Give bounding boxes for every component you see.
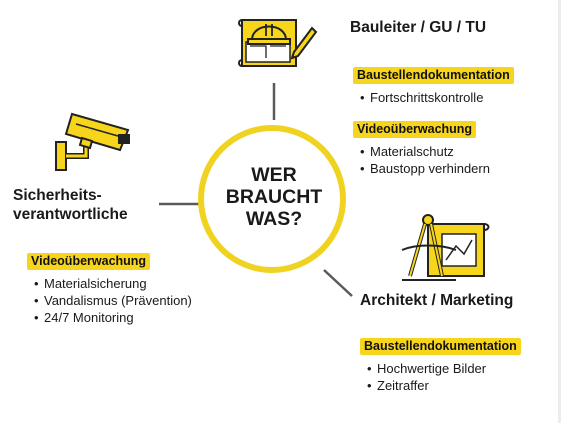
bullet-list-bauleiter-doku: Fortschrittskontrolle [360, 89, 483, 106]
bullet-list-architekt-doku: Hochwertige Bilder Zeitraffer [367, 360, 486, 394]
list-item: Hochwertige Bilder [367, 360, 486, 377]
right-edge-divider [558, 0, 561, 423]
tag-videoueberwachung-bauleiter: Videoüberwachung [353, 121, 477, 138]
security-camera-icon [55, 112, 130, 171]
list-item: Materialschutz [360, 143, 490, 160]
connector-right [323, 269, 353, 297]
tag-videoueberwachung-sicherheit: Videoüberwachung [27, 253, 151, 270]
list-item: Baustopp verhindern [360, 160, 490, 177]
compass-blueprint-icon [401, 214, 490, 281]
list-item: Materialsicherung [34, 275, 192, 292]
center-line-1: WER [251, 164, 297, 186]
role-title-sicherheit: Sicherheits- verantwortliche [13, 186, 128, 224]
center-line-3: WAS? [245, 208, 303, 230]
role-title-bauleiter: Bauleiter / GU / TU [350, 19, 487, 36]
list-item: Fortschrittskontrolle [360, 89, 483, 106]
role-title-line-2: verantwortliche [13, 206, 128, 223]
role-title-line-1: Sicherheits- [13, 187, 102, 204]
list-item: Vandalismus (Prävention) [34, 292, 192, 309]
center-line-2: BRAUCHT [225, 186, 323, 208]
center-label: WER BRAUCHT WAS? [210, 164, 338, 230]
role-title-architekt: Architekt / Marketing [360, 292, 514, 309]
tag-baustellendokumentation-bauleiter: Baustellendokumentation [353, 67, 514, 84]
helmet-blueprint-icon [238, 19, 318, 67]
tag-baustellendokumentation-architekt: Baustellendokumentation [360, 338, 521, 355]
bullet-list-sicherheit-video: Materialsicherung Vandalismus (Präventio… [34, 275, 192, 326]
list-item: 24/7 Monitoring [34, 309, 192, 326]
list-item: Zeitraffer [367, 377, 486, 394]
bullet-list-bauleiter-video: Materialschutz Baustopp verhindern [360, 143, 490, 177]
center-ring [198, 125, 346, 273]
